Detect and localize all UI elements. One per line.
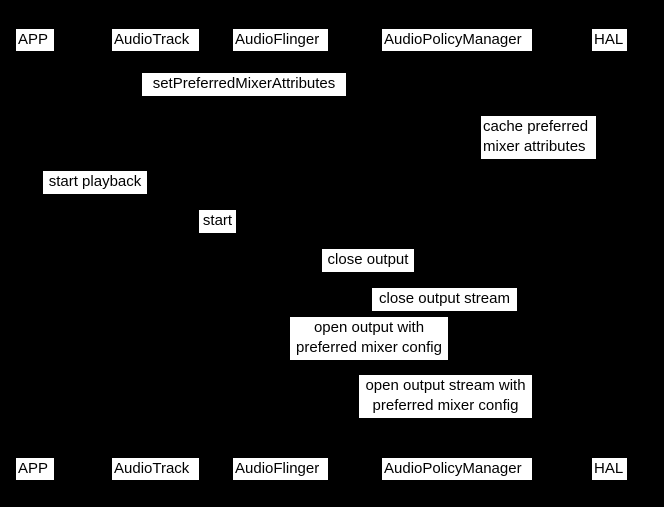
message-label-line: close output stream: [379, 290, 510, 307]
header-participant-audiopolicymanager[interactable]: AudioPolicyManager: [382, 29, 532, 51]
participant-label: AudioPolicyManager: [384, 460, 522, 477]
message-label-line: open output stream with: [365, 377, 526, 394]
participant-label: APP: [18, 31, 49, 48]
header-participant-audioflinger[interactable]: AudioFlinger: [233, 29, 328, 51]
message-label-line: start playback: [48, 173, 142, 190]
footer-participant-audiotrack[interactable]: AudioTrack: [112, 458, 199, 480]
participant-label: AudioPolicyManager: [384, 31, 522, 48]
arrow-close-output-stream: [457, 310, 609, 311]
footer-participant-audiopolicymanager[interactable]: AudioPolicyManager: [382, 458, 532, 480]
message-label-open-output-with-preferred-mixer-config[interactable]: open output with preferred mixer config: [290, 317, 448, 360]
participant-label: APP: [18, 460, 49, 477]
footer-participant-hal[interactable]: HAL: [592, 458, 627, 480]
message-label-line: mixer attributes: [483, 138, 586, 155]
arrow-open-output-stream-with-preferred-mixer-config: [457, 416, 609, 417]
header-participant-app[interactable]: APP: [16, 29, 54, 51]
lifeline-audiopolicymanager: [457, 51, 458, 458]
message-label-line: cache preferred: [483, 118, 589, 135]
message-label-set-preferred-mixer-attributes[interactable]: setPreferredMixerAttributes: [142, 73, 346, 96]
message-label-close-output-stream[interactable]: close output stream: [372, 288, 517, 311]
message-label-open-output-stream-with-preferred-mixer-config[interactable]: open output stream with preferred mixer c…: [359, 375, 532, 418]
message-label-start[interactable]: start: [199, 210, 236, 233]
header-participant-audiotrack[interactable]: AudioTrack: [112, 29, 199, 51]
participant-label: AudioTrack: [114, 31, 190, 48]
participant-label: HAL: [594, 460, 624, 477]
message-label-line: start: [202, 212, 233, 229]
message-label-line: setPreferredMixerAttributes: [152, 75, 336, 92]
arrow-cache-preferred-mixer-attributes: [457, 157, 481, 158]
footer-participant-audioflinger[interactable]: AudioFlinger: [233, 458, 328, 480]
lifeline-app: [35, 51, 36, 458]
lifeline-hal: [609, 51, 610, 458]
message-label-line: preferred mixer config: [296, 339, 442, 356]
message-label-line: preferred mixer config: [372, 397, 519, 414]
message-label-line: open output with: [313, 319, 425, 336]
message-label-line: close output: [327, 251, 409, 268]
header-participant-hal[interactable]: HAL: [592, 29, 627, 51]
lifeline-audioflinger: [280, 51, 281, 458]
footer-participant-app[interactable]: APP: [16, 458, 54, 480]
message-label-close-output[interactable]: close output: [322, 249, 414, 272]
message-label-start-playback[interactable]: start playback: [43, 171, 147, 194]
participant-label: AudioFlinger: [235, 460, 320, 477]
lifeline-audiotrack: [155, 51, 156, 458]
participant-label: AudioFlinger: [235, 31, 320, 48]
message-label-cache-preferred-mixer-attributes[interactable]: cache preferred mixer attributes: [481, 116, 596, 159]
participant-label: AudioTrack: [114, 460, 190, 477]
participant-label: HAL: [594, 31, 624, 48]
